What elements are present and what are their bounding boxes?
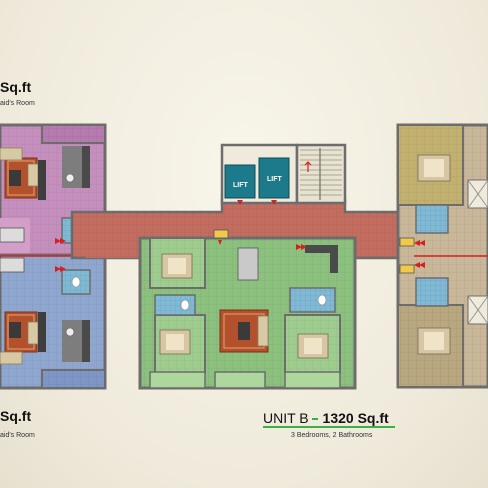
unit-b-area: 1320 Sq.ft (322, 410, 389, 426)
unit-b (138, 229, 357, 390)
lift-core (220, 143, 347, 205)
unit-a-bottom (0, 253, 107, 390)
unit-a-top-area: Sq.ft (0, 79, 32, 95)
unit-a-bottom-note: aid's Room (0, 432, 35, 439)
lift-label-1: LIFT (233, 182, 248, 189)
unit-b-name: UNIT B (263, 410, 309, 426)
lift-label-2: LIFT (267, 176, 282, 183)
unit-b-note: 3 Bedrooms, 2 Bathrooms (291, 432, 373, 439)
unit-b-title: UNIT B 1320 Sq.ft (263, 410, 389, 426)
unit-a-top (0, 123, 107, 257)
unit-a-bottom-area: Sq.ft (0, 408, 32, 424)
unit-a-top-note: aid's Room (0, 100, 35, 107)
